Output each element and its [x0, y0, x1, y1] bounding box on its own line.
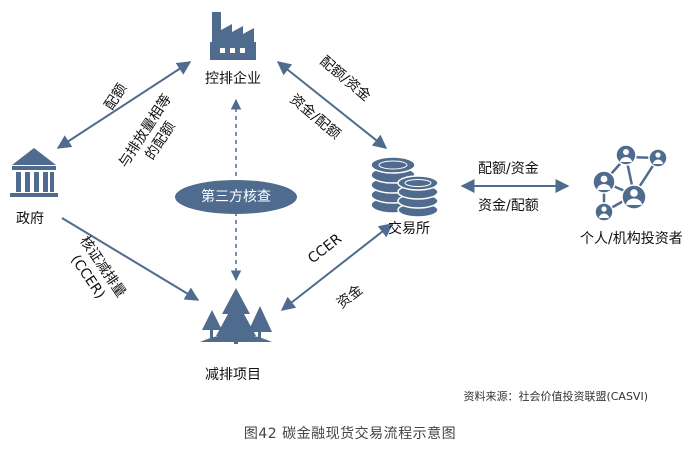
- government-building-icon: [10, 148, 58, 197]
- enterprise-label: 控排企业: [205, 71, 261, 87]
- coin-stack-icon: [370, 156, 439, 218]
- investors-label: 个人/机构投资者: [580, 231, 683, 247]
- project-label: 减排项目: [205, 367, 261, 383]
- forest-trees-icon: [200, 288, 272, 344]
- edge-label-exchange-to-investors: 配额/资金: [478, 161, 539, 177]
- people-network-icon: [592, 144, 668, 222]
- factory-icon: [210, 12, 256, 60]
- exchange-label: 交易所: [388, 221, 430, 237]
- arrow-project-exchange: [280, 223, 394, 311]
- edge-label-investors-to-exchange: 资金/配额: [478, 198, 539, 214]
- third-party-verification-label: 第三方核查: [175, 180, 297, 214]
- arrow-enterprise-exchange: [276, 61, 388, 149]
- source-note: 资料来源：社会价值投资联盟(CASVI): [463, 390, 648, 403]
- figure-caption: 图42 碳金融现货交易流程示意图: [243, 426, 457, 442]
- arrow-gov-enterprise: [56, 61, 192, 149]
- arrow-gov-project: [61, 217, 200, 301]
- government-label: 政府: [16, 211, 44, 227]
